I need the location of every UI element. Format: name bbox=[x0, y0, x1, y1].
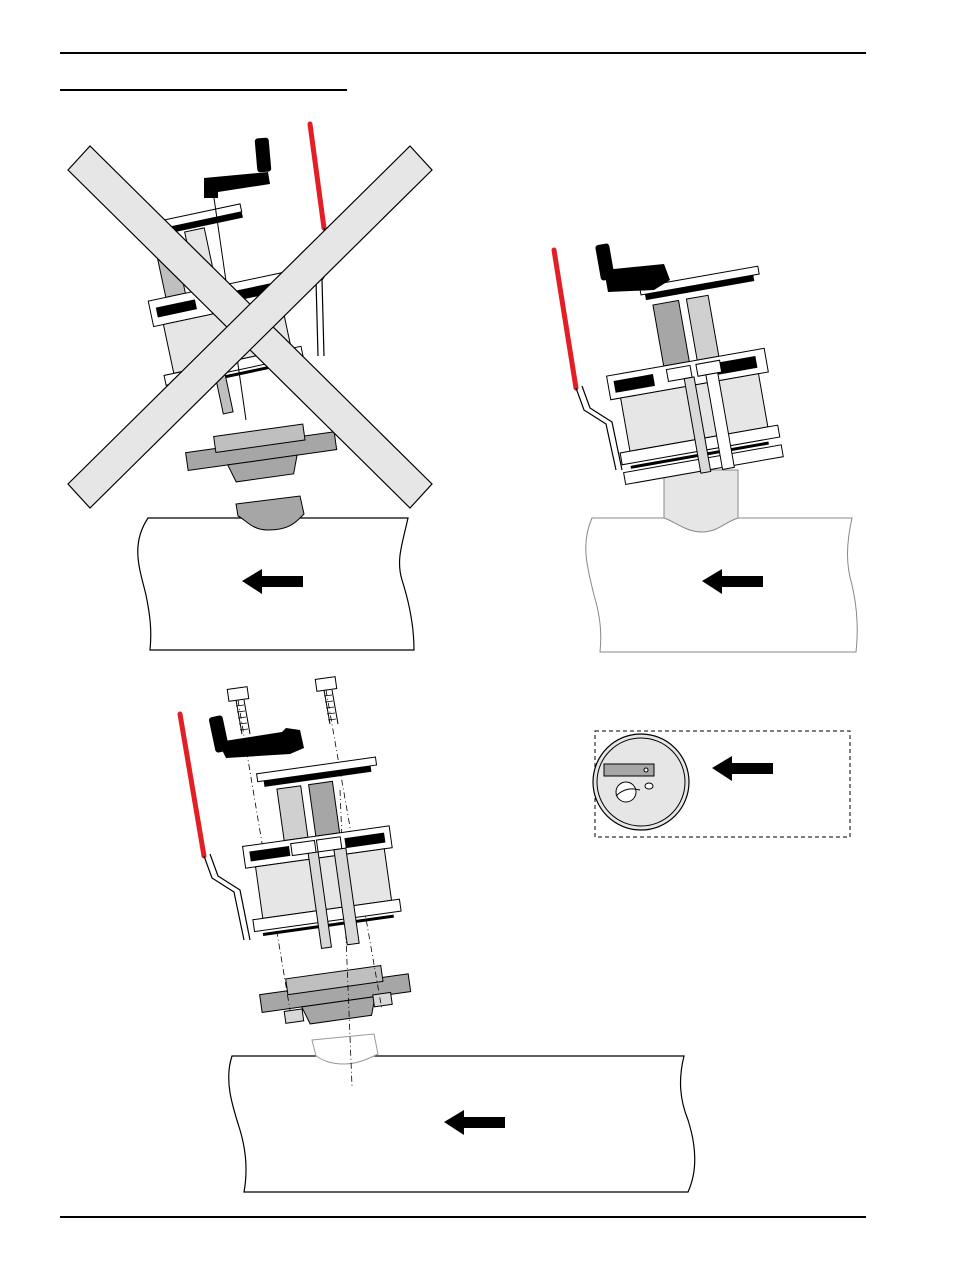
cutter-body bbox=[664, 470, 738, 532]
machine-body bbox=[592, 266, 791, 486]
figure-correct-setup bbox=[554, 243, 857, 652]
figure-incorrect-setup bbox=[68, 124, 432, 650]
figure-coupon-detail bbox=[593, 731, 850, 837]
adapter-flange bbox=[258, 962, 413, 1030]
crank-handle bbox=[595, 243, 670, 292]
coupon-disc bbox=[593, 734, 689, 830]
crank-handle bbox=[208, 715, 304, 758]
adapter-flange bbox=[184, 420, 339, 488]
machine-body bbox=[233, 757, 405, 958]
